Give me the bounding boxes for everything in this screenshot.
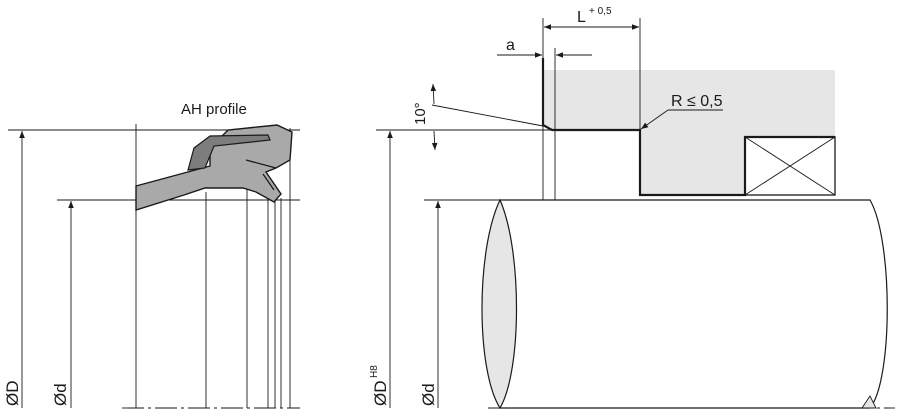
reinforcement-insert	[187, 134, 271, 171]
housing-section	[543, 70, 835, 195]
l-tolerance: + 0,5	[589, 6, 612, 17]
chamfer-line	[431, 104, 544, 127]
right-view: L + 0,5 a 10° R ≤ 0,5 ØD H8 Ød	[369, 6, 895, 410]
shaft-hatch	[861, 395, 877, 409]
a-label: a	[506, 37, 515, 54]
bore-tolerance: H8	[369, 365, 380, 378]
angle-arrow	[431, 130, 438, 151]
inner-diameter-label: Ød	[51, 383, 70, 406]
shaft-end-face	[481, 198, 518, 410]
bearing-box	[744, 136, 836, 196]
bearing-cross	[744, 136, 836, 196]
left-view: AH profile ØD Ød	[3, 101, 300, 409]
seal-lip-edge	[262, 173, 275, 191]
angle-label: 10°	[412, 102, 429, 125]
angle-arrow	[430, 83, 437, 105]
outer-diameter-label: ØD	[3, 381, 22, 407]
shaft-body	[500, 199, 888, 409]
l-label: L	[577, 9, 586, 26]
shaft-diameter-label: Ød	[419, 383, 438, 406]
radius-leader-arrow	[640, 109, 669, 130]
radius-label: R ≤ 0,5	[671, 93, 723, 110]
seal-lip-edge	[245, 159, 277, 169]
profile-label: AH profile	[181, 101, 247, 118]
bore-diameter-label: ØD	[371, 381, 390, 407]
